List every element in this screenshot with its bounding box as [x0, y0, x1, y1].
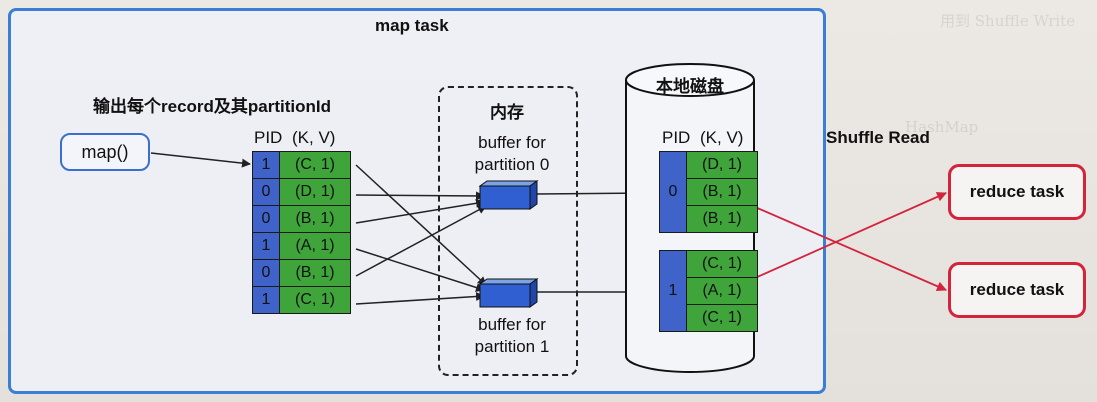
buffer-partition-1-block	[478, 278, 539, 308]
record-to-buffer1-arrow	[355, 248, 485, 292]
pid-cell: 0	[252, 259, 280, 287]
buffer0-label-line1: buffer for	[478, 133, 546, 152]
memory-region	[438, 86, 578, 376]
buffer-partition-0-block	[478, 180, 539, 210]
table-row: 1 (C, 1)	[252, 151, 351, 179]
memory-title: 内存	[490, 103, 524, 122]
record-to-buffer1-arrow	[355, 292, 485, 305]
kv-cell: (D, 1)	[686, 151, 758, 179]
reduce-task-2: reduce task	[948, 262, 1086, 318]
table-row: 1 (A, 1)	[252, 232, 351, 260]
pid-cell: 0	[252, 178, 280, 206]
map-output-arrow	[150, 152, 251, 168]
pid-cell: 1	[252, 286, 280, 314]
kv-cell: (B, 1)	[686, 178, 758, 206]
background-text: HashMap	[905, 118, 979, 136]
pid-cell: 1	[252, 232, 280, 260]
table-row: 1 (C, 1)	[659, 250, 758, 332]
kv-cell: (C, 1)	[279, 286, 351, 314]
disk-partition-1-table: 1 (C, 1) (A, 1) (C, 1)	[659, 250, 758, 332]
kv-cell: (B, 1)	[686, 205, 758, 233]
partition-id-cell: 0	[659, 151, 687, 233]
pid-cell: 0	[252, 205, 280, 233]
partition1-to-reduce1-arrow	[754, 192, 947, 279]
table-row: 0 (D, 1)	[659, 151, 758, 233]
output-description: 输出每个record及其partitionId	[93, 97, 332, 116]
kv-cell: (D, 1)	[279, 178, 351, 206]
table-row: 0 (B, 1)	[252, 259, 351, 287]
shuffle-read-title: Shuffle Read	[826, 128, 930, 147]
kv-cell: (C, 1)	[686, 250, 758, 278]
reduce-task-1: reduce task	[948, 164, 1086, 220]
background-text: 用到 Shuffle Write	[940, 12, 1076, 30]
table-row: 0 (D, 1)	[252, 178, 351, 206]
buffer1-label-line1: buffer for	[478, 315, 546, 334]
record-to-buffer0-arrow	[355, 198, 485, 224]
record-to-buffer0-arrow	[355, 191, 485, 201]
kv-cell: (B, 1)	[279, 205, 351, 233]
local-disk-title: 本地磁盘	[656, 77, 724, 96]
table-row: (A, 1)	[660, 277, 758, 305]
table-row: (B, 1)	[660, 205, 758, 233]
kv-cell: (B, 1)	[279, 259, 351, 287]
kv-cell: (C, 1)	[279, 151, 351, 179]
table-row: (B, 1)	[660, 178, 758, 206]
kv-cell: (C, 1)	[686, 304, 758, 332]
disk-kv-header: (K, V)	[700, 128, 744, 147]
record-to-buffer1-arrow	[355, 164, 487, 286]
kv-cell: (A, 1)	[279, 232, 351, 260]
kv-cell: (A, 1)	[686, 277, 758, 305]
pid-header: PID	[254, 128, 283, 147]
pid-cell: 1	[252, 151, 280, 179]
record-to-buffer0-arrow	[355, 205, 487, 277]
table-row: 1 (C, 1)	[252, 286, 351, 314]
buffer1-label-line2: partition 1	[474, 337, 550, 356]
map-output-records-table: 1 (C, 1) 0 (D, 1) 0 (B, 1) 1 (A, 1) 0 (B…	[252, 151, 351, 314]
map-task-title: map task	[375, 16, 449, 35]
disk-partition-0-table: 0 (D, 1) (B, 1) (B, 1)	[659, 151, 758, 233]
partition-id-cell: 1	[659, 250, 687, 332]
partition0-to-reduce2-arrow	[754, 206, 947, 291]
table-row: 0 (B, 1)	[252, 205, 351, 233]
table-row: (C, 1)	[660, 304, 758, 332]
buffer0-label-line2: partition 0	[474, 155, 550, 174]
kv-header: (K, V)	[292, 128, 336, 147]
map-function-box: map()	[60, 133, 150, 171]
disk-pid-header: PID	[662, 128, 691, 147]
